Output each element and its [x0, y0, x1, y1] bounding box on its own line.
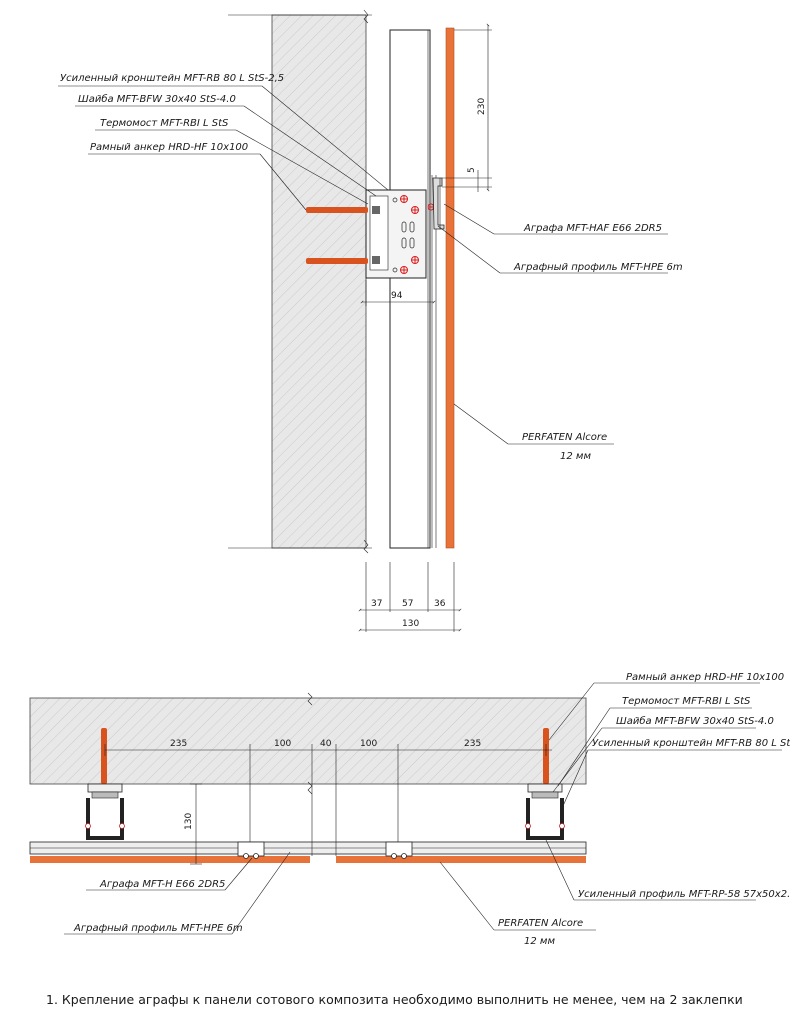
dim-94: 94 — [391, 291, 403, 301]
concrete-wall — [271, 14, 367, 549]
label-agraf: Аграфа MFT-HAF E66 2DR5 — [523, 223, 662, 234]
label-bracket-h: Усиленный кронштейн MFT-RB 80 L StS-2,5 — [592, 738, 790, 749]
facade-panel-right — [336, 856, 586, 863]
bracket-right — [525, 783, 565, 840]
label-panel: PERFATEN Alcore — [522, 432, 607, 443]
label-anchor-h: Рамный анкер HRD-HF 10x100 — [626, 672, 784, 683]
facade-panel-left — [30, 856, 310, 863]
label-washer: Шайба MFT-BFW 30x40 StS-4.0 — [78, 93, 236, 105]
dim-36: 36 — [434, 599, 446, 609]
agraf-clip — [432, 177, 445, 230]
facade-panel — [445, 27, 455, 549]
installation-note: 1. Крепление аграфы к панели сотового ко… — [46, 992, 743, 1007]
bracket-left — [85, 783, 125, 840]
label-anchor: Рамный анкер HRD-HF 10x100 — [90, 142, 248, 153]
dim-230: 230 — [477, 98, 487, 115]
label-agraf-profile-h: Аграфный профиль MFT-HPE 6m — [73, 923, 243, 934]
frame-anchor-left — [101, 728, 107, 784]
agraf-profile-vertical — [389, 29, 431, 549]
label-panel-h: PERFATEN Alcore — [498, 918, 583, 929]
dim-100-right: 100 — [360, 739, 377, 749]
label-thermal-bridge: Термомост MFT-RBI L StS — [100, 118, 229, 129]
dim-37: 37 — [371, 599, 382, 609]
agraf-right — [385, 841, 413, 859]
label-agraf-h: Аграфа MFT-H E66 2DR5 — [99, 879, 225, 890]
dim-235-left: 235 — [170, 739, 187, 749]
dim-235-right: 235 — [464, 739, 481, 749]
agraf-left — [237, 841, 265, 859]
dim-130: 130 — [402, 619, 419, 629]
frame-anchor-upper — [306, 207, 368, 213]
label-washer-h: Шайба MFT-BFW 30x40 StS-4.0 — [616, 715, 774, 727]
label-bracket: Усиленный кронштейн MFT-RB 80 L StS-2,5 — [60, 73, 284, 84]
horizontal-section: 235 100 40 100 235 130 Рамный анкер HRD-… — [29, 672, 790, 947]
vertical-section: 230 5 94 37 57 36 130 Усиленный кронштей… — [58, 9, 683, 632]
concrete-wall-band — [29, 697, 587, 785]
label-agraf-profile: Аграфный профиль MFT-HPE 6m — [513, 262, 683, 273]
dim-130-horizontal: 130 — [184, 813, 194, 830]
bracket-slots — [392, 197, 415, 273]
label-panel-thickness-h: 12 мм — [524, 936, 555, 947]
dim-5: 5 — [467, 167, 477, 173]
dim-57: 57 — [402, 599, 413, 609]
label-reinforced-profile: Усиленный профиль MFT-RP-58 57x50x2.5 — [578, 889, 790, 900]
frame-anchor-lower — [306, 258, 368, 264]
label-panel-thickness: 12 мм — [560, 451, 591, 462]
label-thermal-bridge-h: Термомост MFT-RBI L StS — [622, 696, 751, 707]
dim-40: 40 — [320, 739, 332, 749]
dim-100-left: 100 — [274, 739, 291, 749]
rivet-icons — [400, 195, 435, 274]
